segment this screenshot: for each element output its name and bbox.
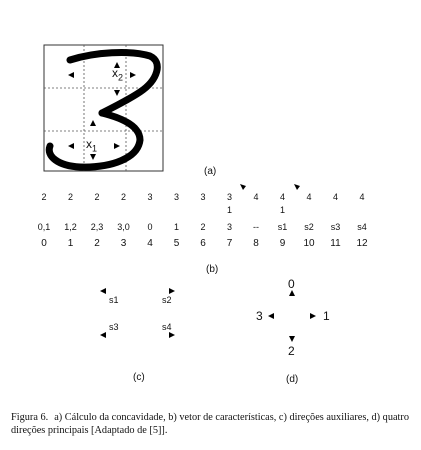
- label-x2-sub: 2: [118, 72, 124, 83]
- direction-label-1: 1: [323, 309, 330, 323]
- figure-caption-label: Figura 6.: [11, 412, 49, 423]
- upper-cell-8: 4: [253, 192, 259, 202]
- upper-cell-4: 3: [147, 192, 153, 202]
- label-x2-main: x: [112, 66, 118, 80]
- index-cell-9: 9: [279, 238, 286, 249]
- label-x2: x2: [112, 66, 123, 82]
- upper-cell-10: 4: [306, 192, 312, 202]
- middle-cell-7: 3: [226, 222, 232, 232]
- index-cell-0: 0: [41, 238, 47, 249]
- caption-a: (a): [204, 166, 217, 177]
- index-cell-2: 2: [94, 238, 100, 249]
- figure-caption: Figura 6.a) Cálculo da concavidade, b) v…: [11, 412, 416, 437]
- marker-arrow-icon: [294, 184, 300, 190]
- direction-up-icon: [289, 290, 295, 296]
- index-cell-1: 1: [67, 238, 74, 249]
- index-cell-8: 8: [253, 238, 259, 249]
- upper-cell-9: 4: [279, 192, 285, 202]
- middle-cell-12: s4: [357, 222, 367, 232]
- middle-cell-4: 0: [147, 222, 153, 232]
- upper-cell-1: 2: [67, 192, 73, 202]
- aux-arrow-s2-icon: [169, 288, 175, 294]
- direction-left-icon: [268, 313, 274, 319]
- middle-cell-1: 1,2: [64, 222, 77, 232]
- upper-cell-0: 2: [41, 192, 47, 202]
- caption-c: (c): [133, 372, 145, 383]
- upper-cell-12: 4: [359, 192, 365, 202]
- middle-cell-9: s1: [277, 222, 288, 232]
- middle-cell-10: s2: [304, 222, 314, 232]
- index-cell-6: 6: [200, 238, 206, 249]
- upper-sub-cell-7: 1: [226, 205, 232, 215]
- middle-cell-0: 0,1: [37, 222, 51, 232]
- digit-upper-stroke: [66, 49, 161, 117]
- aux-arrow-s1-icon: [100, 288, 106, 294]
- label-x1: x1: [86, 137, 97, 153]
- aux-arrow-s3-icon: [100, 332, 106, 338]
- index-cell-3: 3: [120, 238, 127, 249]
- arrow-right-icon: [130, 72, 136, 78]
- digit-lower-stroke: [45, 109, 144, 171]
- caption-b: (b): [206, 264, 219, 275]
- arrow-right-icon: [114, 143, 120, 149]
- aux-label-s1: s1: [109, 295, 119, 305]
- index-cell-10: 10: [303, 238, 315, 249]
- middle-cell-11: s3: [330, 222, 341, 232]
- aux-label-s4: s4: [162, 322, 172, 332]
- middle-cell-2: 2,3: [90, 222, 104, 232]
- index-cell-4: 4: [147, 238, 153, 249]
- upper-cell-11: 4: [332, 192, 338, 202]
- label-x1-sub: 1: [92, 143, 98, 154]
- arrow-up-icon: [114, 62, 120, 68]
- upper-sub-cell-9: 1: [279, 205, 285, 215]
- aux-label-s3: s3: [109, 322, 119, 332]
- middle-cell-3: 3,0: [117, 222, 130, 232]
- upper-cell-2: 2: [94, 192, 100, 202]
- caption-d: (d): [286, 374, 299, 385]
- index-cell-12: 12: [356, 238, 368, 249]
- arrow-down-icon: [114, 90, 120, 96]
- aux-arrow-s4-icon: [169, 332, 175, 338]
- middle-cell-5: 1: [173, 222, 179, 232]
- upper-cell-5: 3: [173, 192, 179, 202]
- upper-cell-6: 3: [200, 192, 206, 202]
- direction-down-icon: [289, 336, 295, 342]
- middle-cell-8: --: [253, 222, 259, 232]
- arrow-down-icon: [90, 154, 96, 160]
- index-cell-11: 11: [330, 238, 341, 249]
- index-cell-5: 5: [173, 238, 180, 249]
- direction-label-2: 2: [288, 344, 295, 358]
- upper-cell-7: 3: [226, 192, 232, 202]
- arrow-left-icon: [68, 143, 74, 149]
- direction-right-icon: [310, 313, 316, 319]
- index-cell-7: 7: [226, 238, 233, 249]
- arrow-left-icon: [68, 72, 74, 78]
- label-x1-main: x: [86, 137, 92, 151]
- arrow-up-icon: [90, 120, 96, 126]
- digit-frame: [43, 44, 164, 172]
- direction-label-0: 0: [288, 277, 295, 291]
- middle-cell-6: 2: [200, 222, 206, 232]
- aux-label-s2: s2: [162, 295, 172, 305]
- figure-caption-text: a) Cálculo da concavidade, b) vetor de c…: [11, 412, 409, 436]
- direction-label-3: 3: [256, 309, 263, 323]
- upper-cell-3: 2: [120, 192, 126, 202]
- marker-arrow-icon: [240, 184, 246, 190]
